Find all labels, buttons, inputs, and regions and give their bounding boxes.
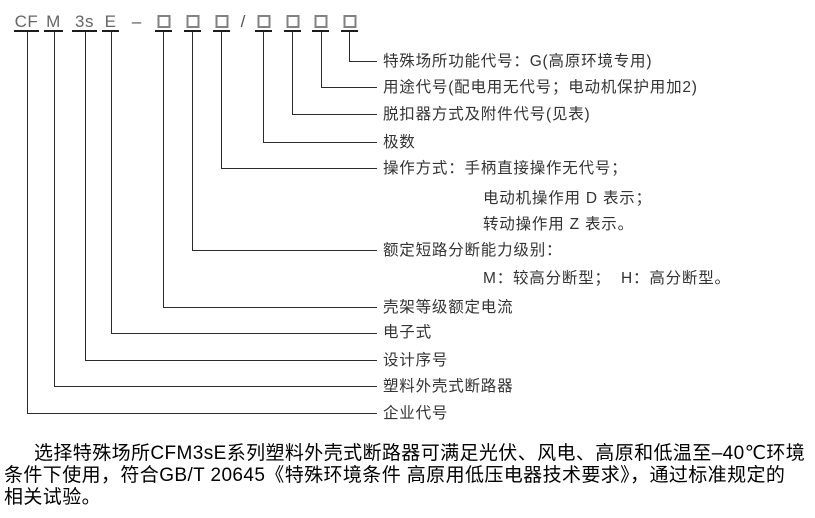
placeholder-box-icon	[286, 15, 299, 28]
label-design-serial: 设计序号	[383, 352, 449, 369]
label-operation-mode-line2: 电动机操作用 D 表示；	[483, 190, 652, 207]
label-company-code: 企业代号	[383, 405, 449, 422]
connector-poles	[263, 32, 377, 143]
connector-usage-code	[321, 32, 377, 88]
connector-breaking-capacity	[192, 32, 377, 251]
placeholder-box-icon	[343, 15, 356, 28]
label-mccb: 塑料外壳式断路器	[383, 378, 514, 395]
label-breaking-capacity-line2: M：较高分断型； H：高分断型。	[483, 270, 731, 287]
code-placeholder-box-2	[184, 13, 201, 32]
label-frame-current: 壳架等级额定电流	[383, 299, 514, 316]
label-usage-code: 用途代号(配电用无代号；电动机保护用加2)	[383, 79, 698, 96]
connector-release-type	[292, 32, 377, 115]
placeholder-box-icon	[215, 15, 228, 28]
placeholder-box-icon	[257, 15, 270, 28]
label-operation-mode-line3: 转动操作用 Z 表示。	[483, 216, 634, 233]
code-part-e: E	[102, 13, 119, 32]
label-poles: 极数	[383, 134, 416, 151]
code-placeholder-box-7	[341, 13, 358, 32]
connector-special-function	[349, 32, 377, 62]
code-dash-separator: –	[131, 12, 142, 31]
paragraph-line-2: 条件下使用，符合GB/T 20645《特殊环境条件 高原用低压电器技术要求》，通…	[4, 464, 786, 486]
paragraph-line-3: 相关试验。	[4, 486, 102, 508]
placeholder-box-icon	[157, 15, 170, 28]
label-electronic: 电子式	[383, 324, 432, 341]
code-placeholder-box-6	[312, 13, 329, 32]
connector-operation-mode	[221, 32, 377, 169]
code-slash-separator: /	[240, 12, 246, 31]
connector-company-code	[27, 32, 377, 414]
placeholder-box-icon	[314, 15, 327, 28]
label-breaking-capacity: 额定短路分断能力级别：	[383, 242, 563, 259]
code-part-3s: 3s	[72, 13, 97, 32]
label-release-type: 脱扣器方式及附件代号(见表)	[383, 106, 591, 123]
code-placeholder-box-5	[284, 13, 301, 32]
connector-mccb	[54, 32, 377, 387]
code-part-cf: CF	[14, 12, 39, 32]
connector-electronic	[111, 32, 377, 334]
code-placeholder-box-1	[155, 13, 172, 32]
code-part-m: M	[44, 13, 63, 32]
label-special-function: 特殊场所功能代号：G(高原环境专用)	[383, 53, 653, 70]
label-operation-mode: 操作方式：手柄直接操作无代号；	[383, 160, 628, 177]
code-placeholder-box-3	[213, 13, 230, 32]
connector-frame-current	[163, 32, 377, 308]
paragraph-line-1: 选择特殊场所CFM3sE系列塑料外壳式断路器可满足光伏、风电、高原和低温至–40…	[34, 443, 806, 464]
placeholder-box-icon	[186, 15, 199, 28]
description-paragraph: 选择特殊场所CFM3sE系列塑料外壳式断路器可满足光伏、风电、高原和低温至–40…	[4, 443, 812, 508]
connector-design-serial	[85, 32, 377, 361]
code-placeholder-box-4	[255, 13, 272, 32]
